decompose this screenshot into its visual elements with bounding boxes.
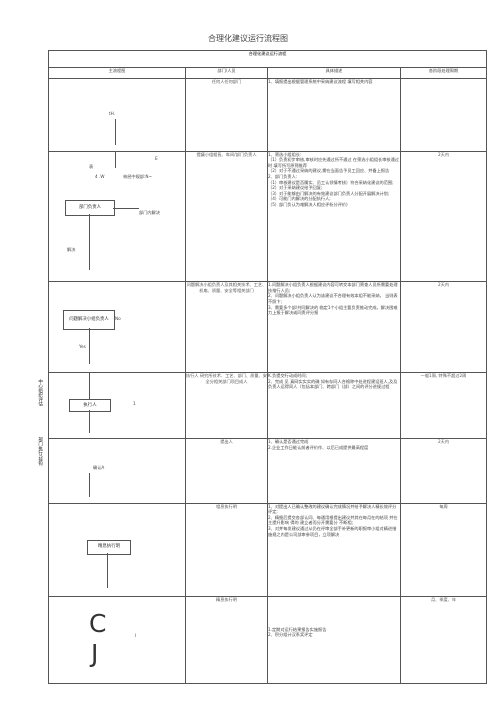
connector-line bbox=[115, 151, 116, 168]
description-cell: 1、填报提出根据管理系统中采纳建议流程 填写相关内容 bbox=[267, 77, 401, 152]
side-label-execution: 部门执行/挂钩 bbox=[37, 437, 43, 466]
connector-line bbox=[107, 552, 108, 588]
side-label-evaluation: 中心组织评估 bbox=[37, 379, 43, 406]
table-row: E 表 4 .W 林经中规部:N~ 部门负责人 部门内解决 解决 提議小组組長、… bbox=[48, 150, 488, 283]
flow-cell: 中心组织评估 执行人 1 bbox=[38, 371, 186, 440]
description-cell: 1、对提出人已确认整改的建议确认完成情况并给予解决人精长效评分评定;2、精细后提… bbox=[267, 502, 401, 597]
flow-note: 解决 bbox=[67, 246, 76, 252]
department-cell: 提議小组組長、车间/部门负责人 bbox=[185, 150, 268, 283]
header-description: 具体描述 bbox=[267, 66, 401, 79]
connector-line bbox=[113, 207, 139, 209]
flow-glyph: C bbox=[89, 608, 107, 638]
table-row: tH. 任何人任何部门 1、填报提出根据管理系统中采纳建议流程 填写相关内容 bbox=[48, 77, 488, 152]
flow-cell: tH. bbox=[48, 77, 186, 152]
period-cell: 2天内 bbox=[399, 150, 488, 283]
connector-line bbox=[89, 410, 90, 433]
description-cell: 1.问题解决小组负责人根据建议内容可转交本部门筛查人员所需要处理技推行人员;2、… bbox=[267, 281, 401, 373]
period-cell: 月、季度、年 bbox=[399, 595, 488, 685]
flow-start-label: tH. bbox=[109, 110, 116, 116]
process-flow-table: 合理化建议运行流程 主流程图 部门/人员 具体描述 各阶段处理周期 tH. 任何… bbox=[38, 50, 488, 685]
flow-box-dept-head: 部门负责人 bbox=[65, 199, 115, 216]
connector-line bbox=[89, 373, 90, 399]
flow-note: 林经中规部:N~ bbox=[123, 173, 152, 179]
flow-glyph: J bbox=[91, 638, 99, 668]
connector-line bbox=[115, 118, 116, 145]
table-row: 中心组织评估 执行人 1 执行人 研究所技术、工艺、部门、质量、安全分相关部门项… bbox=[38, 371, 488, 440]
flow-branch-yes: Yes bbox=[79, 344, 86, 350]
flow-mark: 4 .W bbox=[95, 173, 105, 179]
department-cell: 精息执行明 bbox=[185, 595, 268, 685]
connector-line bbox=[89, 473, 90, 498]
department-cell: 相息执行明 bbox=[185, 502, 268, 597]
department-cell: 任何人任何部门 bbox=[185, 77, 268, 152]
department-cell: 提出人 bbox=[185, 438, 268, 504]
table-row: 问题解决小组负责人 No Yes 问题解决小组负责人及其相关技术、工艺、机电、质… bbox=[48, 281, 488, 373]
header-main-flow: 主流程图 bbox=[48, 66, 186, 79]
table-row: 精息执行明 相息执行明 1、对提出人已确认整改的建议确认完成情况并给予解决人精长… bbox=[48, 502, 488, 597]
period-cell: 一般1周, 特殊不超过2周 bbox=[399, 371, 488, 440]
period-cell bbox=[399, 77, 488, 152]
flow-mark: I bbox=[135, 632, 137, 638]
flow-cell: E 表 4 .W 林经中规部:N~ 部门负责人 部门内解决 解决 bbox=[48, 150, 186, 283]
connector-line bbox=[89, 213, 90, 270]
description-cell: 1、筛选小组组长:（1）负责初步审核,审核时应先通过所不通过 在筛选小组组长审核… bbox=[267, 150, 401, 283]
flow-mark: E bbox=[155, 155, 158, 161]
period-cell: 2天内 bbox=[399, 438, 488, 504]
flow-mark: 表 bbox=[89, 163, 94, 169]
table-banner: 合理化建议运行流程 bbox=[47, 50, 488, 68]
header-period: 各阶段处理周期 bbox=[399, 66, 488, 79]
description-cell: K.负提交行动成时间;2、完成 见 真网实实实的确 如有存同人合格称中处进程建设… bbox=[267, 371, 401, 440]
flow-cell: 精息执行明 bbox=[48, 502, 186, 597]
header-department: 部门/人员 bbox=[185, 66, 268, 79]
flow-box-executor: 执行人 bbox=[69, 399, 111, 412]
page-title: 合理化建议运行流程图 bbox=[208, 34, 288, 43]
period-cell: 每周 bbox=[399, 502, 488, 597]
department-cell: 问题解决小组负责人及其相关技术、工艺、机电、质量、安全等相关部门 bbox=[185, 281, 268, 373]
flow-branch-no: No bbox=[115, 316, 121, 322]
period-cell: 2天内 bbox=[399, 281, 488, 373]
flow-mark: 1 bbox=[133, 401, 136, 406]
connector-line bbox=[89, 328, 90, 365]
flow-box-solving-group: 问题解决小组负责人 bbox=[63, 310, 115, 331]
flow-cell: 问题解决小组负责人 No Yes bbox=[48, 281, 186, 373]
flow-cell: 部门执行/挂钩 确认A bbox=[38, 437, 186, 504]
flow-box-review: 精息执行明 bbox=[87, 539, 131, 555]
flow-confirm-label: 确认A bbox=[93, 465, 105, 471]
department-cell: 执行人 研究所技术、工艺、部门、质量、安全分相关部门项目成人 bbox=[185, 371, 268, 440]
flow-cell: C J I bbox=[48, 595, 186, 685]
flow-note: 部门内解决 bbox=[139, 209, 160, 215]
